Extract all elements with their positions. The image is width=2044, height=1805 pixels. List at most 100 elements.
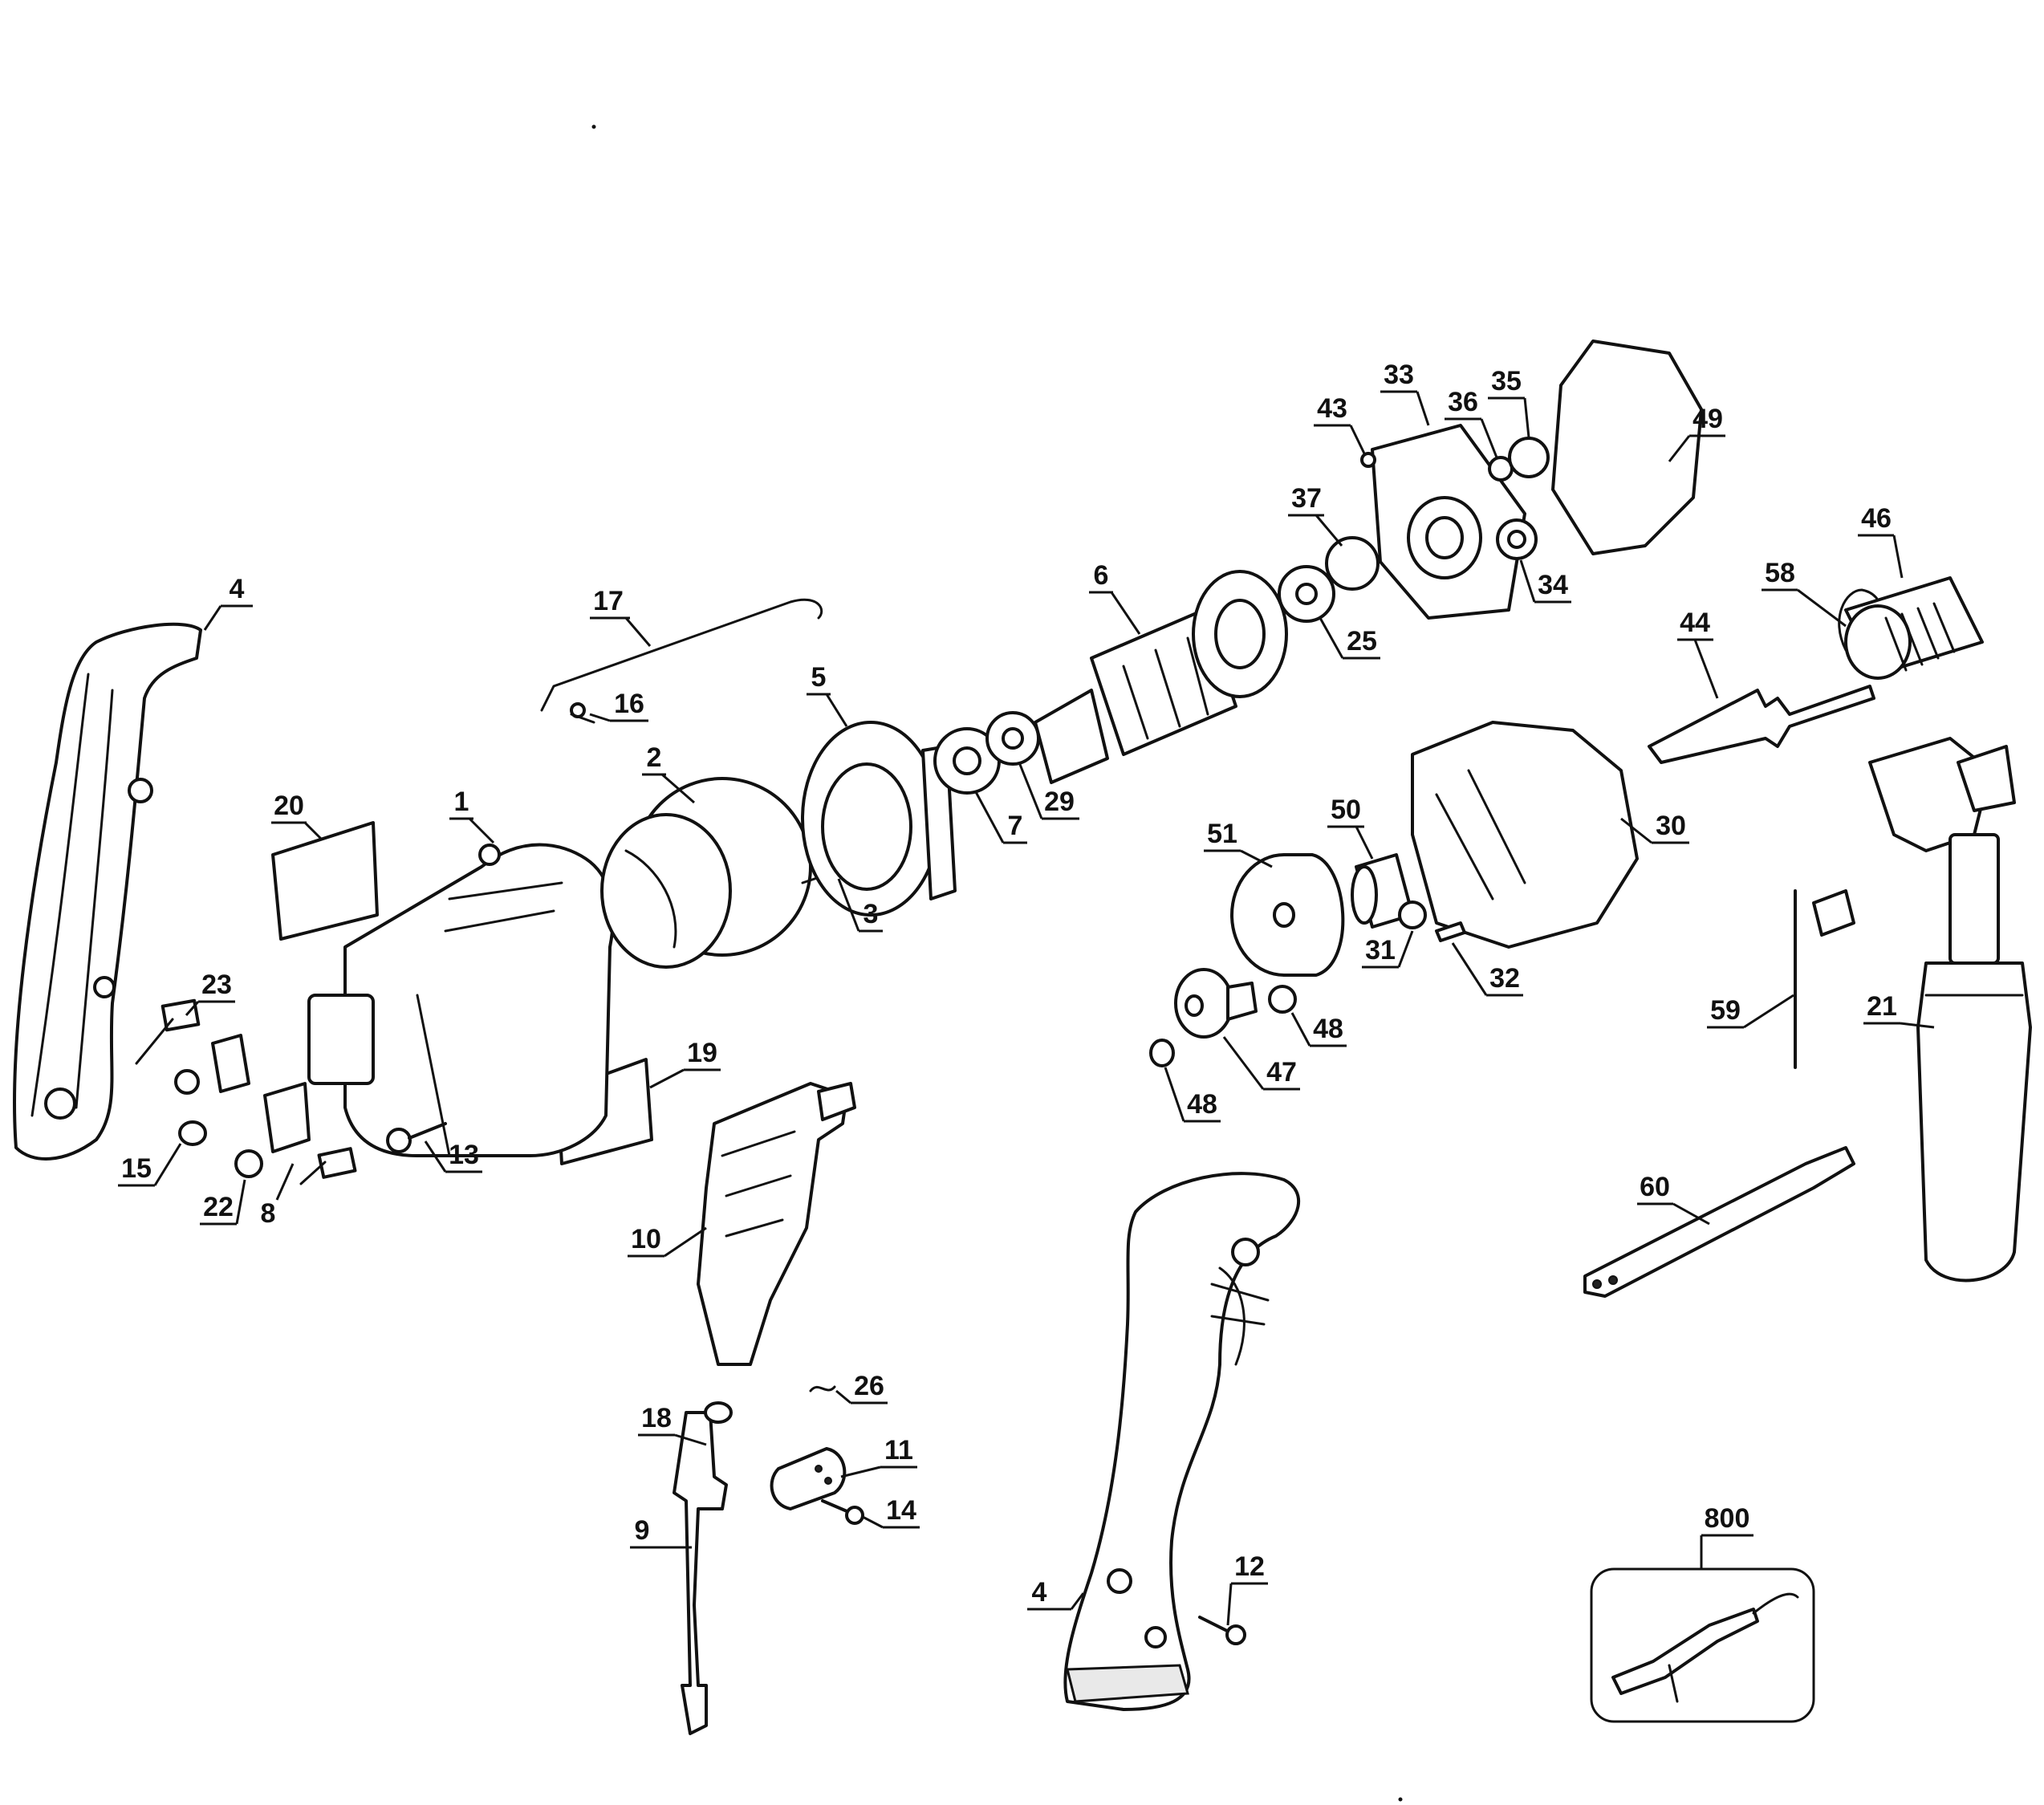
part-6-armature [1034, 570, 1288, 784]
callout-49: 49 [1668, 404, 1725, 462]
part-11-lock-button [770, 1447, 847, 1510]
part-48-washer-b [1268, 985, 1297, 1014]
part-32-pin [1435, 921, 1466, 942]
svg-text:33: 33 [1384, 360, 1414, 390]
part-37-ring [1325, 536, 1380, 591]
callout-800: 800 [1700, 1503, 1753, 1569]
svg-text:21: 21 [1867, 991, 1897, 1022]
part-33-gear-plate [1360, 424, 1526, 620]
callout-11: 11 [840, 1435, 917, 1478]
svg-text:20: 20 [274, 791, 304, 821]
callout-7: 7 [973, 790, 1027, 844]
svg-text:12: 12 [1234, 1551, 1265, 1582]
part-12-screw [1198, 1616, 1246, 1645]
part-13-screw [386, 1122, 447, 1153]
svg-text:25: 25 [1347, 626, 1377, 657]
part-23-brush [135, 998, 201, 1065]
svg-text:37: 37 [1291, 483, 1322, 514]
part-20-label-sticker [271, 821, 379, 941]
svg-text:31: 31 [1365, 935, 1396, 966]
callout-6: 6 [1089, 560, 1141, 635]
callout-50: 50 [1327, 795, 1374, 860]
svg-text:2: 2 [647, 742, 662, 773]
svg-text:3: 3 [864, 899, 879, 929]
callout-17: 17 [590, 586, 652, 647]
svg-text:59: 59 [1710, 995, 1741, 1026]
callout-9: 9 [630, 1515, 692, 1549]
callout-59: 59 [1707, 994, 1794, 1029]
callout-5: 5 [807, 662, 848, 727]
part-44-spindle [1648, 685, 1875, 764]
part-4-left-handle [13, 622, 202, 1161]
svg-text:48: 48 [1313, 1014, 1343, 1044]
callout-30: 30 [1620, 811, 1689, 844]
callout-44: 44 [1677, 608, 1719, 699]
svg-text:19: 19 [687, 1038, 717, 1068]
callout-31: 31 [1362, 930, 1414, 969]
svg-text:50: 50 [1331, 795, 1361, 825]
svg-text:30: 30 [1656, 811, 1686, 841]
callout-19: 19 [649, 1038, 721, 1089]
callout-2: 2 [642, 742, 695, 804]
svg-text:8: 8 [261, 1198, 276, 1229]
part-31-bearing [1398, 900, 1427, 929]
part-14-screw [821, 1499, 864, 1525]
svg-text:10: 10 [631, 1224, 661, 1254]
callout-18: 18 [638, 1403, 707, 1446]
part-18-cord-clamp [704, 1401, 733, 1424]
part-25-washer [1278, 565, 1335, 623]
svg-text:35: 35 [1491, 366, 1522, 396]
callout-25: 25 [1319, 617, 1380, 660]
callout-48a: 48 [1164, 1067, 1221, 1123]
part-15-spring [178, 1120, 207, 1146]
part-8-brush-holder [299, 1147, 357, 1185]
callout-37: 37 [1288, 483, 1343, 547]
callout-23: 23 [185, 970, 235, 1016]
callout-29: 29 [1018, 762, 1079, 820]
callout-8: 8 [261, 1163, 295, 1229]
svg-text:47: 47 [1266, 1057, 1297, 1087]
part-51-gear [1230, 853, 1345, 977]
callout-12: 12 [1226, 1551, 1268, 1626]
svg-text:29: 29 [1044, 787, 1075, 817]
callout-13: 13 [424, 1140, 482, 1173]
part-10-switch [697, 1082, 856, 1366]
svg-text:13: 13 [449, 1140, 479, 1170]
svg-text:60: 60 [1640, 1172, 1670, 1202]
callout-4b: 4 [1027, 1577, 1085, 1611]
part-1-motor-housing [307, 843, 615, 1157]
callout-32: 32 [1451, 942, 1523, 997]
part-21-side-handle [1868, 737, 2032, 1283]
part-46-chuck [1844, 576, 1984, 680]
callout-26: 26 [835, 1371, 888, 1405]
svg-text:7: 7 [1008, 811, 1023, 841]
svg-text:46: 46 [1861, 503, 1892, 534]
callout-14: 14 [862, 1495, 920, 1529]
svg-text:34: 34 [1538, 570, 1568, 600]
svg-text:11: 11 [884, 1435, 913, 1466]
part-26-spring [809, 1385, 836, 1392]
callout-58: 58 [1762, 558, 1847, 628]
part-48-washer-a [1149, 1039, 1175, 1067]
svg-text:43: 43 [1317, 393, 1347, 424]
svg-text:17: 17 [593, 586, 624, 616]
svg-text:16: 16 [614, 689, 644, 719]
svg-text:6: 6 [1094, 560, 1109, 591]
callout-36: 36 [1445, 387, 1498, 458]
callout-21: 21 [1863, 991, 1935, 1029]
svg-text:22: 22 [203, 1192, 234, 1222]
svg-text:1: 1 [454, 787, 469, 817]
callout-20: 20 [271, 791, 323, 840]
callout-46: 46 [1858, 503, 1904, 579]
svg-text:23: 23 [201, 970, 232, 1000]
callout-3: 3 [837, 878, 883, 933]
part-59-depth-rod [1794, 889, 1855, 1069]
part-2-field-stator [600, 777, 812, 969]
callout-43: 43 [1314, 393, 1366, 454]
svg-text:9: 9 [635, 1515, 650, 1546]
part-5-baffle [801, 721, 957, 917]
svg-text:14: 14 [886, 1495, 916, 1526]
part-49-gasket [1551, 339, 1703, 555]
svg-text:5: 5 [811, 662, 827, 693]
